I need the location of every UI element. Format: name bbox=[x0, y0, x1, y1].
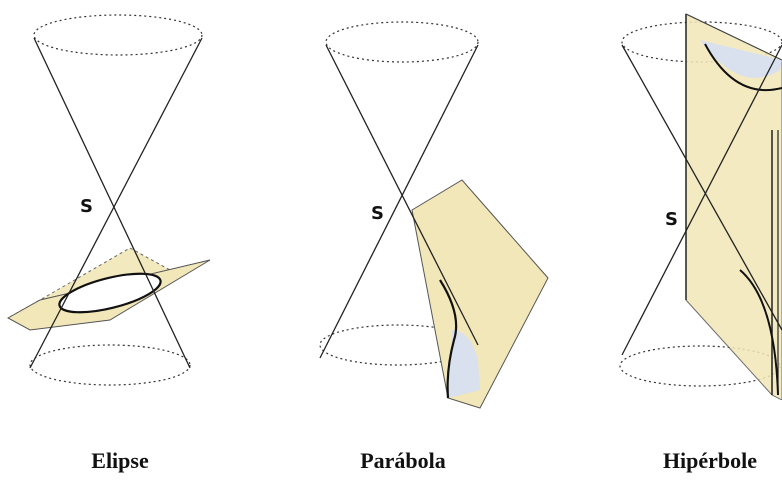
ellipse-panel bbox=[8, 15, 210, 385]
hyperbola-caption: Hipérbole bbox=[663, 448, 757, 474]
hyperbola-panel bbox=[620, 14, 782, 400]
ellipse-cone-top-rim bbox=[34, 15, 202, 55]
parabola-cutting-plane bbox=[412, 180, 548, 408]
parabola-vertex-label: S bbox=[371, 203, 384, 224]
parabola-panel bbox=[320, 22, 548, 408]
ellipse-vertex-label: S bbox=[80, 196, 93, 217]
ellipse-cone-bottom-rim bbox=[30, 345, 190, 385]
ellipse-caption: Elipse bbox=[91, 448, 148, 474]
parabola-cone-top-rim bbox=[326, 22, 478, 62]
hyperbola-vertex-label: S bbox=[665, 209, 678, 230]
parabola-caption: Parábola bbox=[360, 448, 446, 474]
ellipse-cone-generator-right bbox=[30, 38, 202, 368]
